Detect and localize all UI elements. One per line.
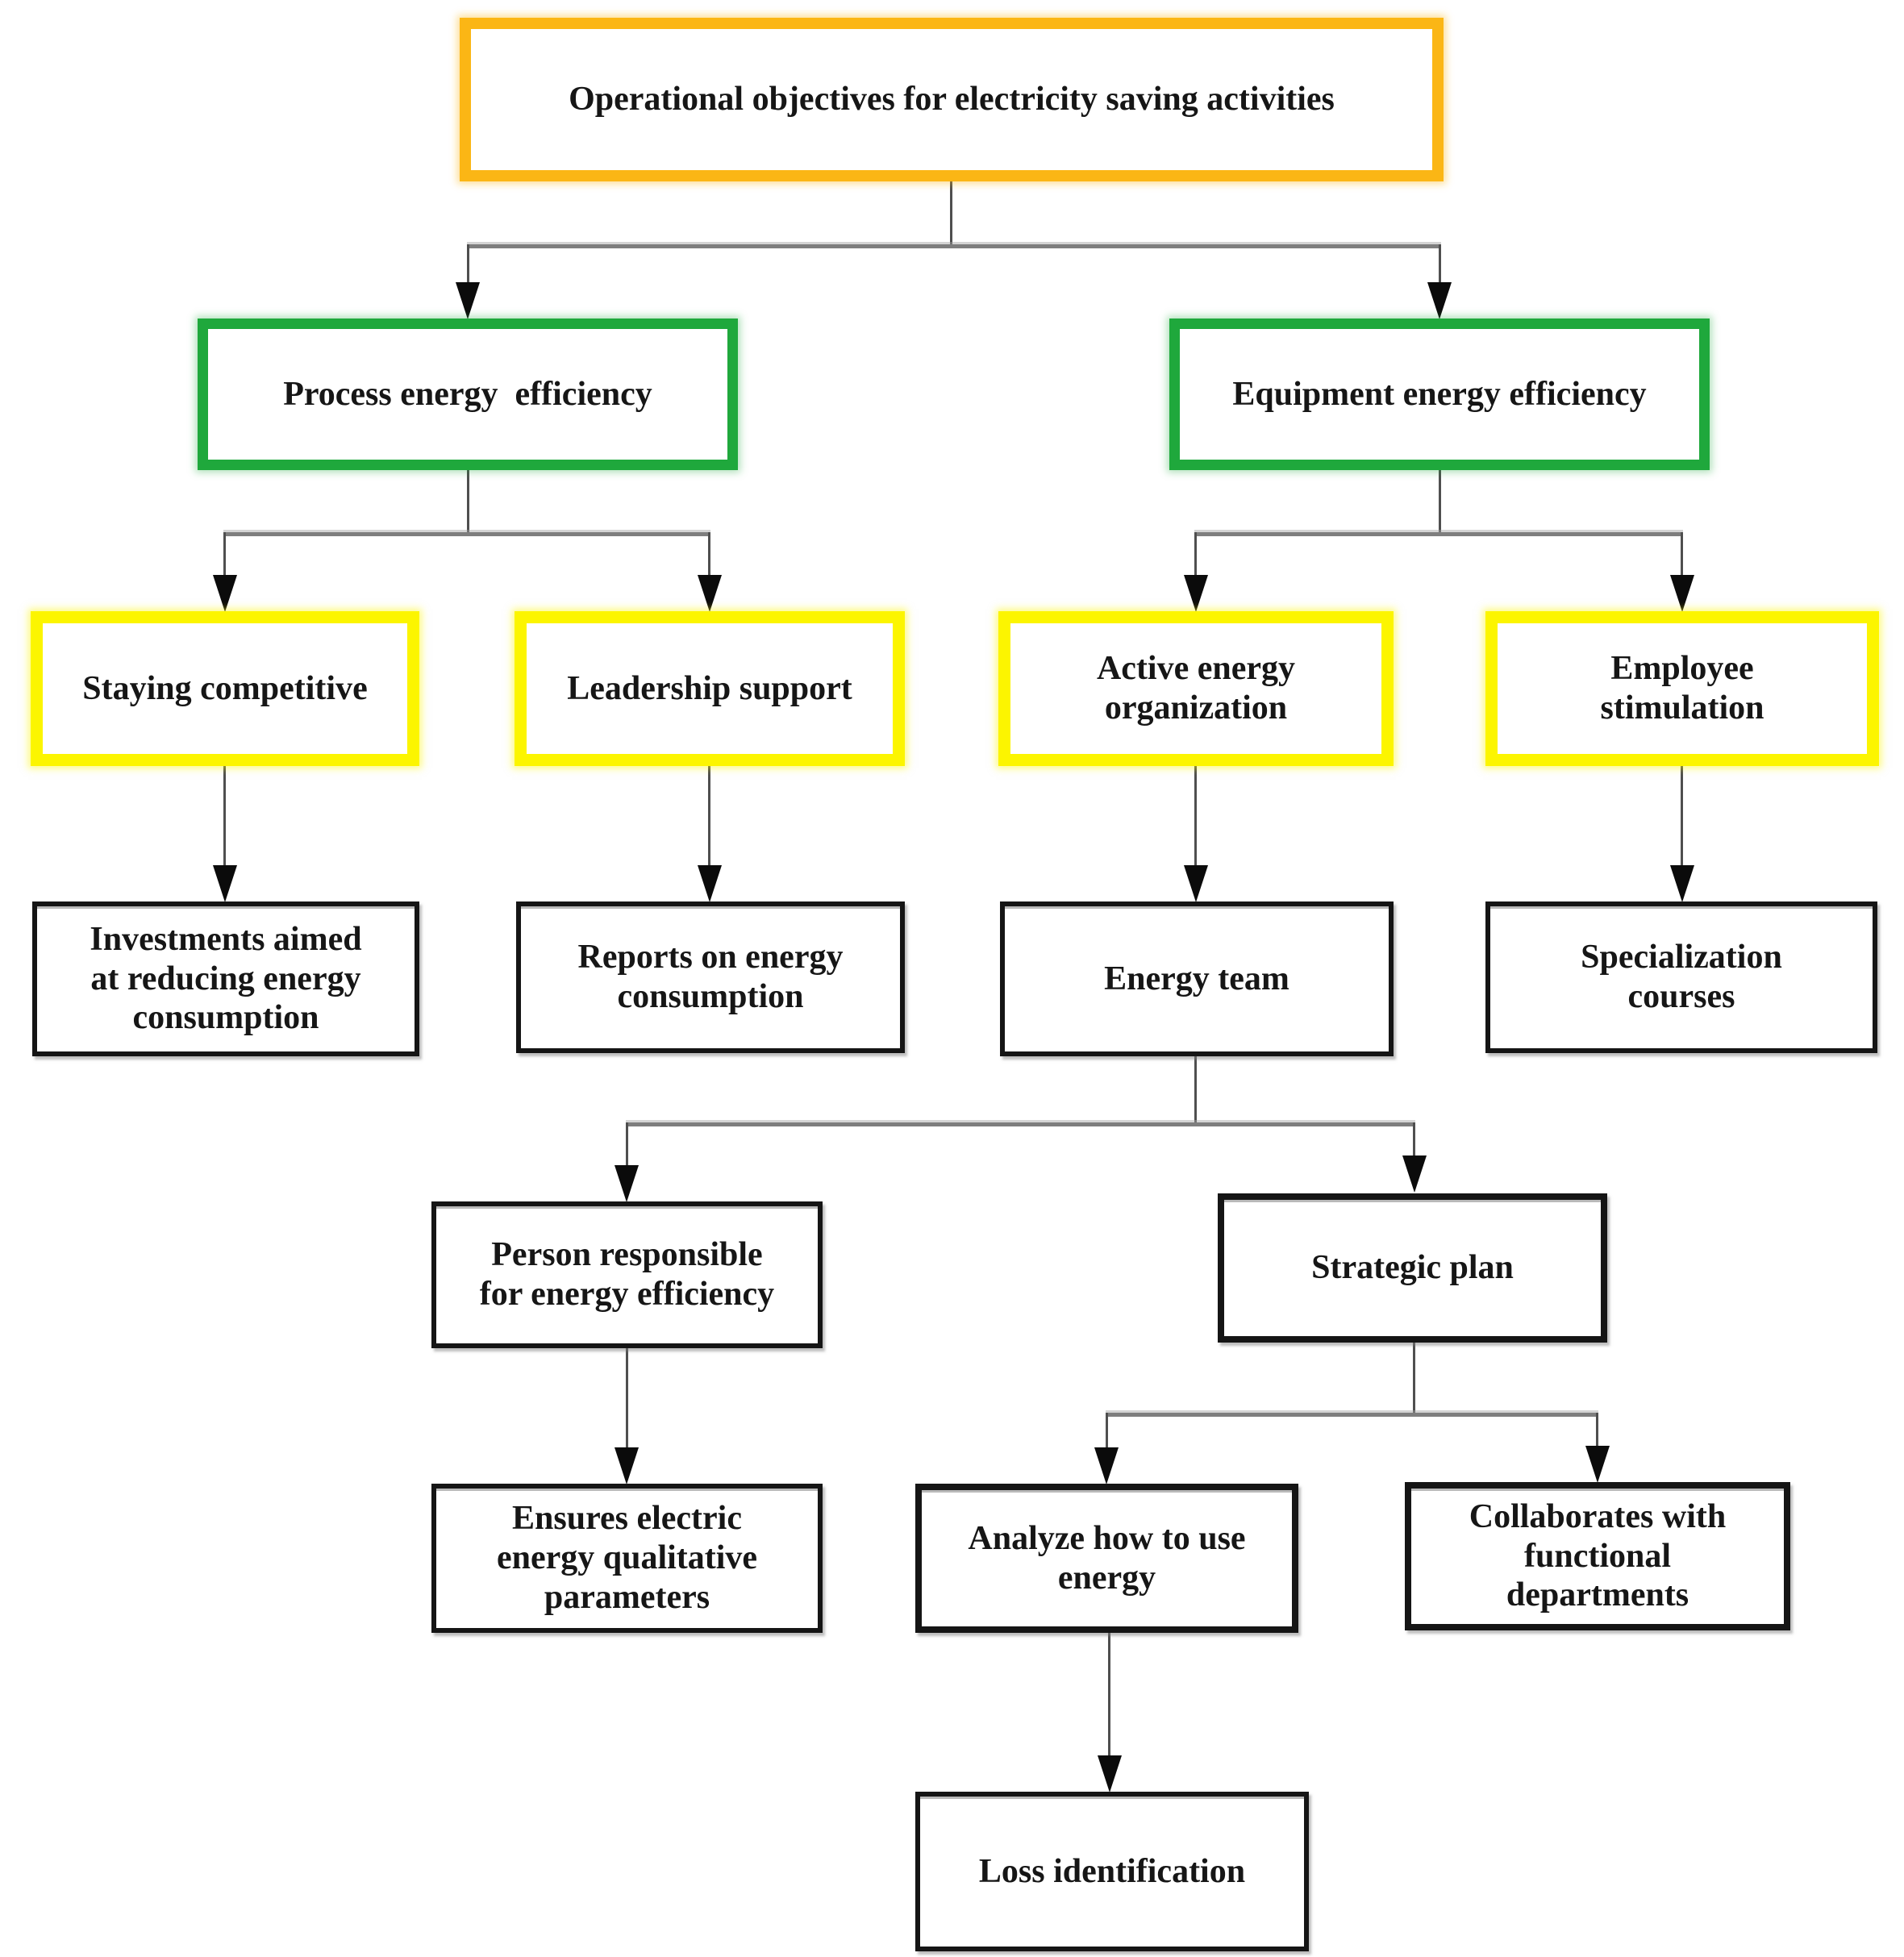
connector-strategic-down [1413, 1340, 1415, 1414]
connector-to-leadership [708, 532, 710, 576]
connector-equipment-branch [1194, 532, 1683, 536]
connector-to-analyze [1106, 1413, 1108, 1448]
connector-energyteam-branch [626, 1122, 1415, 1126]
node-active-energy-organization: Active energy organization [998, 611, 1394, 766]
arrowhead-active-icon [1184, 575, 1208, 612]
node-reports-label: Reports on energy consumption [577, 939, 844, 1015]
node-leadership-support-label: Leadership support [567, 669, 852, 707]
node-loss-identification-label: Loss identification [978, 1852, 1246, 1890]
arrowhead-collaborates-icon [1585, 1446, 1610, 1483]
connector-active-energyteam [1194, 766, 1197, 866]
connector-process-down [467, 470, 469, 534]
node-employee-stimulation-label: Employee stimulation [1600, 650, 1764, 727]
node-employee-stimulation: Employee stimulation [1485, 611, 1879, 766]
node-equipment-energy-efficiency: Equipment energy efficiency [1169, 319, 1710, 470]
connector-to-staying [223, 532, 226, 576]
arrowhead-loss-icon [1098, 1755, 1122, 1793]
node-reports: Reports on energy consumption [516, 901, 905, 1053]
connector-to-strategic [1413, 1122, 1415, 1156]
arrowhead-staying-icon [213, 575, 237, 612]
node-ensures-parameters-label: Ensures electric energy qualitative para… [496, 1500, 758, 1616]
arrowhead-process-icon [456, 282, 480, 319]
node-loss-identification: Loss identification [915, 1792, 1309, 1951]
arrowhead-ensures-icon [615, 1447, 639, 1484]
arrowhead-specialization-icon [1670, 865, 1694, 902]
connector-strategic-branch [1106, 1413, 1598, 1417]
node-person-responsible: Person responsible for energy efficiency [431, 1201, 823, 1348]
node-strategic-plan: Strategic plan [1218, 1193, 1607, 1343]
node-staying-competitive-label: Staying competitive [82, 669, 368, 707]
connector-to-person [626, 1122, 628, 1166]
connector-process-branch [223, 532, 710, 536]
node-specialization-courses-label: Specialization courses [1581, 939, 1782, 1015]
node-operational-objectives-label: Operational objectives for electricity s… [569, 81, 1335, 119]
node-process-energy-efficiency: Process energy efficiency [198, 319, 738, 470]
connector-leadership-reports [708, 766, 710, 866]
connector-to-employee [1681, 532, 1683, 576]
node-ensures-parameters: Ensures electric energy qualitative para… [431, 1484, 823, 1633]
node-specialization-courses: Specialization courses [1485, 901, 1877, 1053]
arrowhead-person-icon [615, 1165, 639, 1202]
connector-employee-specialization [1681, 766, 1683, 866]
arrowhead-reports-icon [698, 865, 722, 902]
node-investments: Investments aimed at reducing energy con… [32, 901, 419, 1056]
connector-person-ensures [626, 1348, 628, 1448]
node-energy-team: Energy team [1000, 901, 1394, 1056]
arrowhead-equipment-icon [1427, 282, 1452, 319]
node-investments-label: Investments aimed at reducing energy con… [90, 920, 362, 1037]
connector-staying-investments [223, 766, 226, 866]
node-collaborates-label: Collaborates with functional departments [1469, 1497, 1727, 1614]
arrowhead-strategic-icon [1402, 1155, 1427, 1193]
node-strategic-plan-label: Strategic plan [1311, 1249, 1514, 1287]
node-person-responsible-label: Person responsible for energy efficiency [479, 1236, 775, 1313]
connector-to-active [1194, 532, 1197, 576]
connector-to-collaborates [1596, 1413, 1598, 1447]
arrowhead-investments-icon [213, 865, 237, 902]
connector-root-branch [467, 244, 1441, 248]
node-analyze-energy: Analyze how to use energy [915, 1484, 1298, 1633]
node-leadership-support: Leadership support [515, 611, 905, 766]
arrowhead-analyze-icon [1094, 1447, 1119, 1484]
node-energy-team-label: Energy team [1104, 960, 1289, 997]
node-equipment-energy-efficiency-label: Equipment energy efficiency [1232, 375, 1647, 413]
node-active-energy-organization-label: Active energy organization [1096, 650, 1296, 727]
node-staying-competitive: Staying competitive [31, 611, 419, 766]
connector-analyze-loss [1108, 1633, 1110, 1756]
arrowhead-leadership-icon [698, 575, 722, 612]
node-operational-objectives: Operational objectives for electricity s… [460, 18, 1444, 181]
arrowhead-employee-icon [1670, 575, 1694, 612]
connector-root-down [950, 181, 952, 246]
node-collaborates: Collaborates with functional departments [1405, 1482, 1790, 1630]
connector-equipment-down [1439, 470, 1441, 534]
connector-to-equipment [1439, 244, 1441, 283]
arrowhead-energyteam-icon [1184, 865, 1208, 902]
connector-to-process [467, 244, 469, 283]
node-analyze-energy-label: Analyze how to use energy [968, 1519, 1246, 1597]
node-process-energy-efficiency-label: Process energy efficiency [283, 375, 652, 413]
connector-energyteam-down [1194, 1056, 1197, 1124]
